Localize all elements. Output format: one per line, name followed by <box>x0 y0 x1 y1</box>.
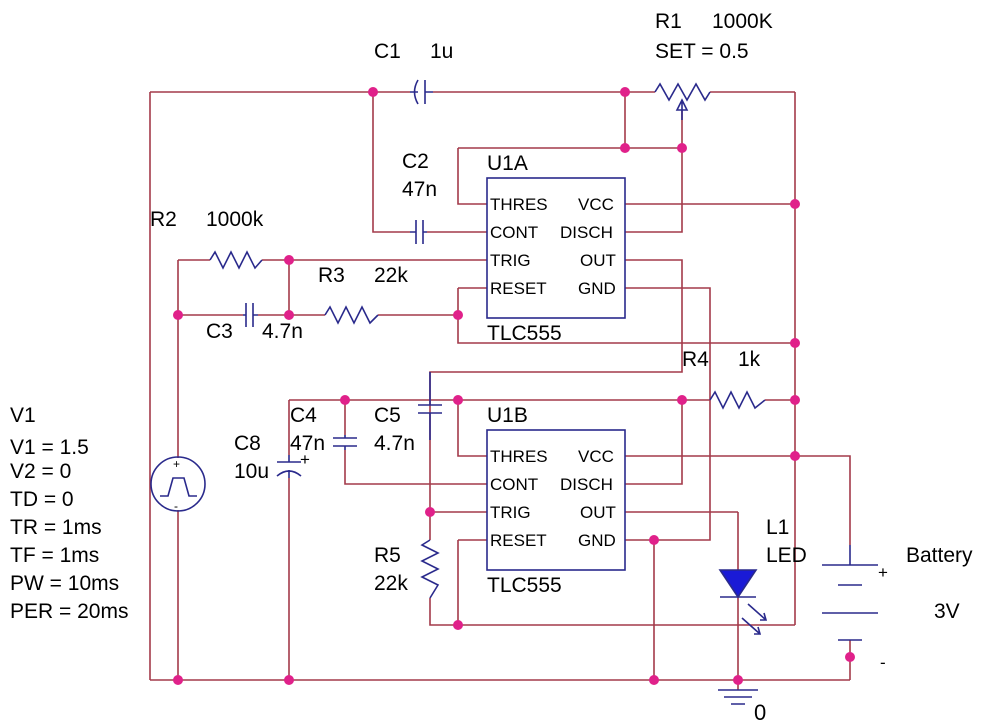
u1a-labels: U1A TLC555 THRES VCC CONT DISCH TRIG OUT… <box>487 152 616 345</box>
c4-capacitor-symbol <box>333 435 357 450</box>
u1a-pin-vcc: VCC <box>578 195 614 214</box>
r1-ref: R1 <box>655 10 682 33</box>
v1-param: PW = 10ms <box>10 572 119 595</box>
u1a-part: TLC555 <box>487 322 562 345</box>
c5-capacitor-symbol <box>418 372 442 440</box>
c2-capacitor-symbol <box>410 220 427 244</box>
c8-capacitor-symbol: + <box>276 450 310 478</box>
c4-value: 47n <box>290 432 325 455</box>
c8-ref: C8 <box>234 432 261 455</box>
u1a-pin-cont: CONT <box>490 223 538 242</box>
r4-ref: R4 <box>682 348 709 371</box>
r4-resistor-symbol <box>709 390 766 410</box>
u1b-pin-disch: DISCH <box>560 475 613 494</box>
led-symbol <box>718 569 768 635</box>
r5-ref: R5 <box>374 544 401 567</box>
c2-value: 47n <box>402 178 437 201</box>
battery-plus: + <box>878 563 888 582</box>
c8-value: 10u <box>234 460 269 483</box>
r5-value: 22k <box>374 572 408 595</box>
u1b-pin-gnd: GND <box>578 531 616 550</box>
r3-value: 22k <box>374 264 408 287</box>
r1-value: 1000K <box>712 10 773 33</box>
u1a-pin-trig: TRIG <box>490 251 531 270</box>
c1-capacitor-symbol <box>410 79 433 105</box>
u1a-timer-ic <box>486 177 626 319</box>
c1-value: 1u <box>430 40 453 63</box>
r5-resistor-symbol <box>420 539 440 599</box>
r1-potentiometer-symbol <box>654 82 711 120</box>
battery-value: 3V <box>934 600 960 623</box>
component-labels: C1 1u R1 1000K SET = 0.5 C2 47n R2 1000k… <box>150 10 973 724</box>
u1a-pin-thres: THRES <box>490 195 548 214</box>
r4-value: 1k <box>738 348 761 371</box>
u1b-pin-cont: CONT <box>490 475 538 494</box>
u1a-pin-gnd: GND <box>578 279 616 298</box>
v1-param: V1 = 1.5 <box>10 436 89 459</box>
u1b-pin-trig: TRIG <box>490 503 531 522</box>
u1b-labels: U1B TLC555 THRES VCC CONT DISCH TRIG OUT… <box>487 404 616 597</box>
r2-value: 1000k <box>206 208 264 231</box>
r3-resistor-symbol <box>324 305 379 325</box>
v1-param: TR = 1ms <box>10 516 102 539</box>
c5-value: 4.7n <box>374 432 415 455</box>
u1a-pin-out: OUT <box>580 251 616 270</box>
c5-ref: C5 <box>374 404 401 427</box>
u1b-timer-ic <box>486 429 626 571</box>
u1b-part: TLC555 <box>487 574 562 597</box>
v1-pulse-source-symbol: + - <box>150 456 206 513</box>
r2-resistor-symbol <box>209 250 263 270</box>
u1b-pin-out: OUT <box>580 503 616 522</box>
c3-ref: C3 <box>206 320 233 343</box>
u1b-pin-reset: RESET <box>490 531 547 550</box>
l1-ref: L1 <box>766 516 789 539</box>
u1b-ref: U1B <box>487 404 528 427</box>
svg-text:+: + <box>300 450 310 469</box>
ground-label: 0 <box>754 700 766 724</box>
c4-ref: C4 <box>290 404 317 427</box>
l1-value: LED <box>766 544 807 567</box>
u1b-pin-thres: THRES <box>490 447 548 466</box>
v1-param: TF = 1ms <box>10 544 99 567</box>
u1a-pin-reset: RESET <box>490 279 547 298</box>
v1-param: PER = 20ms <box>10 600 128 623</box>
r1-set: SET = 0.5 <box>655 40 749 63</box>
svg-text:-: - <box>174 499 178 513</box>
r3-ref: R3 <box>318 264 345 287</box>
c1-ref: C1 <box>374 40 401 63</box>
c2-ref: C2 <box>402 150 429 173</box>
c3-capacitor-symbol <box>243 303 258 327</box>
junctions <box>173 87 855 685</box>
v1-param: TD = 0 <box>10 488 74 511</box>
u1a-ref: U1A <box>487 152 528 175</box>
u1a-pin-disch: DISCH <box>560 223 613 242</box>
u1b-pin-vcc: VCC <box>578 447 614 466</box>
v1-source-labels: V1 V1 = 1.5 V2 = 0 TD = 0 TR = 1ms TF = … <box>10 404 128 623</box>
r2-ref: R2 <box>150 208 177 231</box>
battery-name: Battery <box>906 544 973 567</box>
battery-minus: - <box>880 653 886 672</box>
c3-value: 4.7n <box>262 320 303 343</box>
v1-ref: V1 <box>10 404 36 427</box>
ground-symbol <box>718 689 758 705</box>
v1-param: V2 = 0 <box>10 460 71 483</box>
battery-symbol <box>822 545 878 641</box>
svg-text:+: + <box>173 457 180 471</box>
